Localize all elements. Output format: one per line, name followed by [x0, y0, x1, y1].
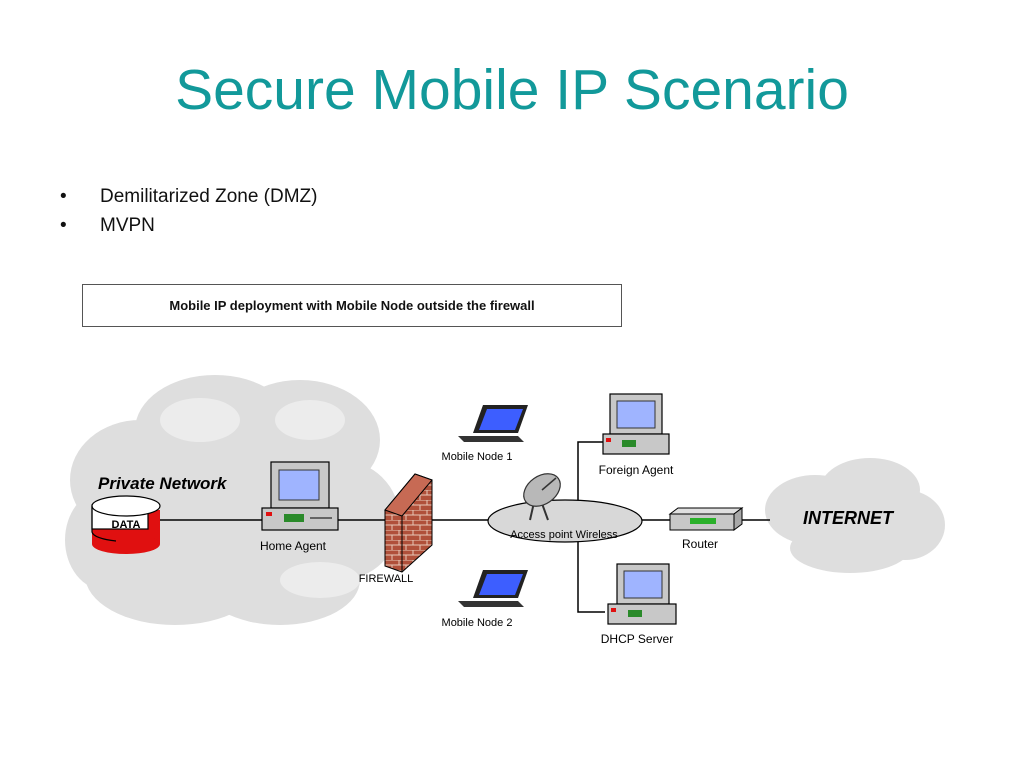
- mobile-node-1-laptop-icon: [458, 405, 528, 442]
- bullet-item: MVPN: [60, 214, 317, 243]
- bullet-list: Demilitarized Zone (DMZ) MVPN: [60, 185, 317, 243]
- router-icon: [668, 507, 744, 531]
- mobile-node-2-laptop-icon: [458, 570, 528, 607]
- access-point-label: Access point Wireless: [510, 529, 618, 541]
- network-links: [160, 441, 770, 613]
- home-agent-label: Home Agent: [260, 539, 327, 553]
- router-label: Router: [682, 537, 718, 551]
- access-point-icon: [487, 473, 643, 543]
- internet-label: INTERNET: [803, 508, 895, 528]
- internet-cloud: [765, 458, 945, 573]
- home-agent-computer-icon: [261, 461, 339, 531]
- private-network-label: Private Network: [98, 474, 228, 493]
- bullet-item: Demilitarized Zone (DMZ): [60, 185, 317, 214]
- dhcp-server-label: DHCP Server: [601, 632, 673, 646]
- diagram-caption: Mobile IP deployment with Mobile Node ou…: [82, 284, 622, 327]
- firewall-icon: [384, 473, 433, 573]
- dhcp-server-computer-icon: [607, 563, 677, 625]
- foreign-agent-computer-icon: [602, 393, 670, 455]
- foreign-agent-label: Foreign Agent: [599, 463, 674, 477]
- data-label: DATA: [112, 519, 141, 531]
- mobile-node-1-label: Mobile Node 1: [442, 451, 513, 463]
- mobile-node-2-label: Mobile Node 2: [442, 617, 513, 629]
- firewall-label: FIREWALL: [359, 573, 414, 585]
- data-cylinder-icon: [91, 495, 161, 554]
- slide-title: Secure Mobile IP Scenario: [175, 58, 849, 122]
